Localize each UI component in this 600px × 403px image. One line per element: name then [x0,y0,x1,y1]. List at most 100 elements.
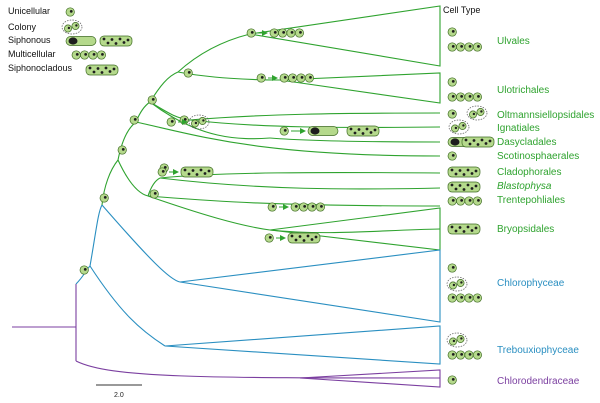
tip-icon-ulvales-unicellular [447,27,457,37]
nucleus-dot [451,111,455,115]
legend: Unicellular Colony Siphonous Multicellul… [8,6,133,76]
nucleus-dot [468,44,472,48]
transition-ulotrichales-to [279,73,314,83]
tree-branches [12,33,441,379]
nucleus-dot [451,198,455,202]
nucleus-dot [69,9,73,13]
siphonocladous-nucleus [108,70,112,73]
siphonocladous-nucleus [114,42,118,45]
colony-envelope [188,114,210,130]
clade-label-chlorophyceae: Chlorophyceae [497,278,565,289]
siphonocladous-nucleus [96,67,100,70]
siphonocladous-nucleus [92,70,96,74]
legend-icon-multicellular [71,50,106,60]
nucleus-dot [451,295,455,299]
nucleus-dot [75,52,79,56]
siphonocladous-nucleus [191,169,195,172]
clade-label-dasycladales: Dasycladales [497,137,556,148]
clade-labels: Ulvales Ulotrichales Oltmannsiellopsidal… [497,36,594,387]
nucleus-dot [282,30,286,34]
siphonocladous-nucleus [468,142,472,146]
legend-icon-unicellular [65,7,75,17]
siphonocladous-nucleus [462,173,466,176]
siphonocladous-nucleus [207,169,211,173]
nucleus-dot [83,267,87,271]
siphonocladous-nucleus [480,138,484,142]
nucleus-dot [309,75,312,79]
nucleus-dot [121,147,125,151]
nucleus-dot [153,191,157,195]
nucleus-dot [451,29,455,33]
branch-bryopsidales [269,228,441,234]
legend-icon-siphonous-multinucleate [99,35,133,47]
tip-icon-bryopsidales-siphonocladous [447,223,481,235]
nucleus-dot [468,94,472,98]
nucleus-dot [451,265,455,269]
nucleus-dot [452,339,456,343]
siphonocladous-nucleus [112,67,116,71]
nucleus-dot [462,124,465,127]
nucleus-dot [477,295,480,299]
triangle-bryopsidales [269,207,441,251]
branch-c [117,121,137,161]
nucleus-dot [451,153,455,157]
nucleus-dot [303,204,307,208]
branch-chlorophyceae [101,204,181,283]
tip-icon-trebouxiophyceae-colony [446,332,468,348]
branch-clado-group [147,177,161,197]
nucleus-dot [451,94,455,98]
tip-icon-ignatiales-colony [448,119,470,135]
clade-label-ulvales: Ulvales [497,36,530,47]
branch-to-ulvo-chloro [89,204,103,267]
nucleus-dot [170,119,174,123]
legend-icon-siphonocladous [85,64,119,76]
siphonocladous-nucleus [488,139,492,143]
legend-icons [61,7,133,76]
siphonocladous-nucleus [470,172,474,175]
siphonocladous-nucleus [88,66,92,70]
nucleus-dot [299,30,302,34]
siphonocladous-nucleus [454,187,458,191]
node-icon-unicellular [149,189,159,199]
branch-scotinosphaerales [135,121,441,157]
colony-envelope [61,19,83,35]
siphonocladous-nucleus [361,132,365,135]
nucleus-dot [451,352,455,356]
nucleus-dot [84,52,88,56]
siphonocladous-nucleus [458,169,462,172]
clade-label-chlorodendraceae: Chlorodendraceae [497,376,580,387]
node-icon-unicellular [147,95,157,105]
transition-trentepohliales-from [267,202,277,212]
legend-icon-siphonous [65,36,97,46]
siphonocladous-nucleus [365,127,369,131]
tip-icon-scotinosphaerales-unicellular [447,151,457,161]
nucleus-dot [468,295,472,299]
branch-ignatiales [189,119,441,129]
siphonocladous-nucleus [126,38,130,42]
siphon-vacuole [450,138,460,146]
branch-dasycladales [269,137,441,143]
clade-label-trebouxiophyceae: Trebouxiophyceae [497,345,579,356]
node-icon-unicellular [99,193,109,203]
siphonocladous-nucleus [458,184,462,187]
nucleus-dot [194,121,198,125]
legend-icon-colony [61,19,83,35]
tip-icon-ulvales-multicellular [447,42,482,52]
tip-cell-icons [446,27,495,385]
nucleus-dot [183,117,187,121]
siphonocladous-nucleus [470,187,474,190]
siphonocladous-nucleus [314,235,318,239]
colony-envelope [446,276,468,292]
colony-envelope [466,105,488,121]
branch-chlorodendraceae [75,360,441,379]
transition-dasycladales-from [279,126,289,136]
branch-trentepohliales [147,195,441,207]
nucleus-dot [161,169,165,173]
nucleus-dot [290,30,294,34]
transition-ignatiales-from [166,117,176,127]
siphon-vacuole [310,127,320,135]
clade-label-ignatiales: Ignatiales [497,123,540,134]
triangle-ulotrichales [279,72,441,104]
tip-icon-blastophysa-siphonocladous [447,181,481,193]
nucleus-dot [250,30,254,34]
